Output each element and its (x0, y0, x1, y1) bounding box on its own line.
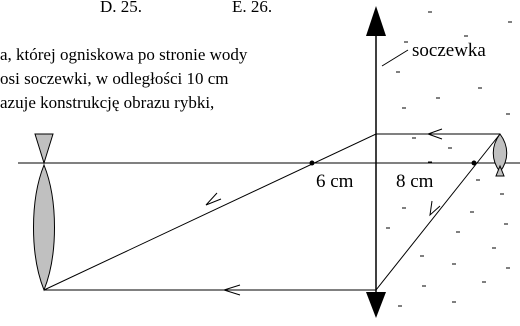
fish-image-body (33, 163, 55, 292)
distance-label-right: 8 cm (396, 171, 434, 192)
problem-line-1: a, której ogniskowa po stronie wody (0, 45, 248, 64)
fish-image-tail (34, 133, 54, 165)
light-rays (43, 133, 501, 291)
distance-label-left: 6 cm (316, 171, 354, 192)
fish-object (492, 133, 508, 177)
lens-bottom-arrowhead-icon (366, 292, 386, 318)
option-d-text: D. 25. (100, 0, 142, 16)
ray-arrow-icon (222, 284, 241, 296)
fish-object-tail (495, 164, 505, 177)
water-dashes (386, 11, 512, 307)
ray-parallel (43, 133, 500, 291)
lens-label: soczewka (412, 40, 486, 61)
option-e-text: E. 26. (232, 0, 272, 16)
ray-arrow-icon (426, 128, 443, 140)
lens-top-arrowhead-icon (366, 6, 386, 36)
ray-arrow-icon (205, 192, 222, 206)
fish-image (33, 133, 55, 292)
ray-arrow-icon (429, 200, 441, 217)
ray-through-focus (44, 133, 501, 291)
lens-label-leader (381, 49, 409, 67)
problem-line-3: azuje konstrukcję obrazu rybki, (0, 93, 214, 112)
focal-point-right (471, 160, 477, 166)
problem-line-2: osi soczewki, w odległości 10 cm (0, 69, 229, 88)
